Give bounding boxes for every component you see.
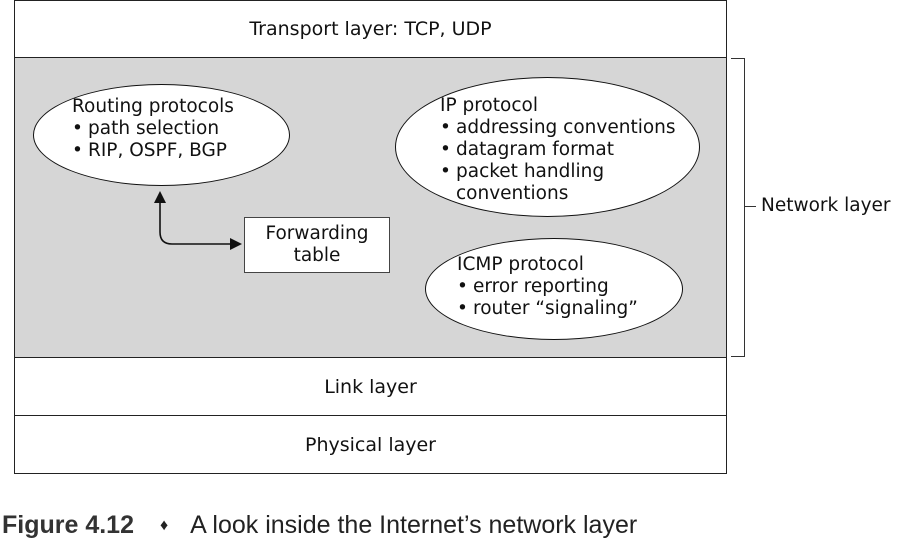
ip-item-addressing: addressing conventions	[440, 117, 676, 139]
physical-layer-label: Physical layer	[305, 433, 436, 456]
icmp-item-router-signaling: router “signaling”	[457, 298, 638, 320]
routing-protocols-title: Routing protocols	[72, 96, 234, 117]
transport-layer-label: Transport layer: TCP, UDP	[249, 18, 492, 40]
icmp-item-error-reporting: error reporting	[457, 276, 638, 298]
ip-item-packet-handling: packet handling conventions	[440, 161, 606, 205]
figure-caption: Figure 4.12 ♦ A look inside the Internet’s…	[2, 511, 637, 540]
arrowhead-up-icon	[154, 191, 166, 203]
forwarding-table-line1: Forwarding	[265, 223, 369, 244]
transport-layer: Transport layer: TCP, UDP	[14, 0, 727, 58]
routing-item-path-selection: path selection	[72, 118, 234, 140]
figure-number: Figure 4.12	[2, 511, 134, 539]
ip-protocol-ellipse: IP protocol addressing conventions datag…	[395, 77, 700, 217]
figure-caption-text: A look inside the Internet’s network lay…	[190, 511, 638, 539]
icmp-protocol-title: ICMP protocol	[457, 254, 584, 275]
forwarding-table-box: Forwarding table	[244, 217, 390, 273]
routing-item-rip-ospf-bgp: RIP, OSPF, BGP	[72, 140, 234, 162]
routing-protocols-ellipse: Routing protocols path selection RIP, OS…	[33, 84, 290, 186]
network-layer-label: Network layer	[761, 195, 891, 216]
forwarding-table-line2: table	[293, 245, 341, 266]
diamond-icon: ♦	[160, 517, 169, 534]
arrowhead-right-icon	[230, 238, 242, 250]
ip-item-datagram-format: datagram format	[440, 139, 676, 161]
link-layer-label: Link layer	[324, 375, 417, 398]
physical-layer: Physical layer	[14, 415, 727, 474]
network-layer-bracket-tick	[745, 206, 756, 207]
icmp-protocol-ellipse: ICMP protocol error reporting router “si…	[425, 238, 683, 340]
link-layer: Link layer	[14, 357, 727, 416]
ip-protocol-title: IP protocol	[440, 95, 538, 116]
network-layer-bracket	[731, 58, 745, 357]
